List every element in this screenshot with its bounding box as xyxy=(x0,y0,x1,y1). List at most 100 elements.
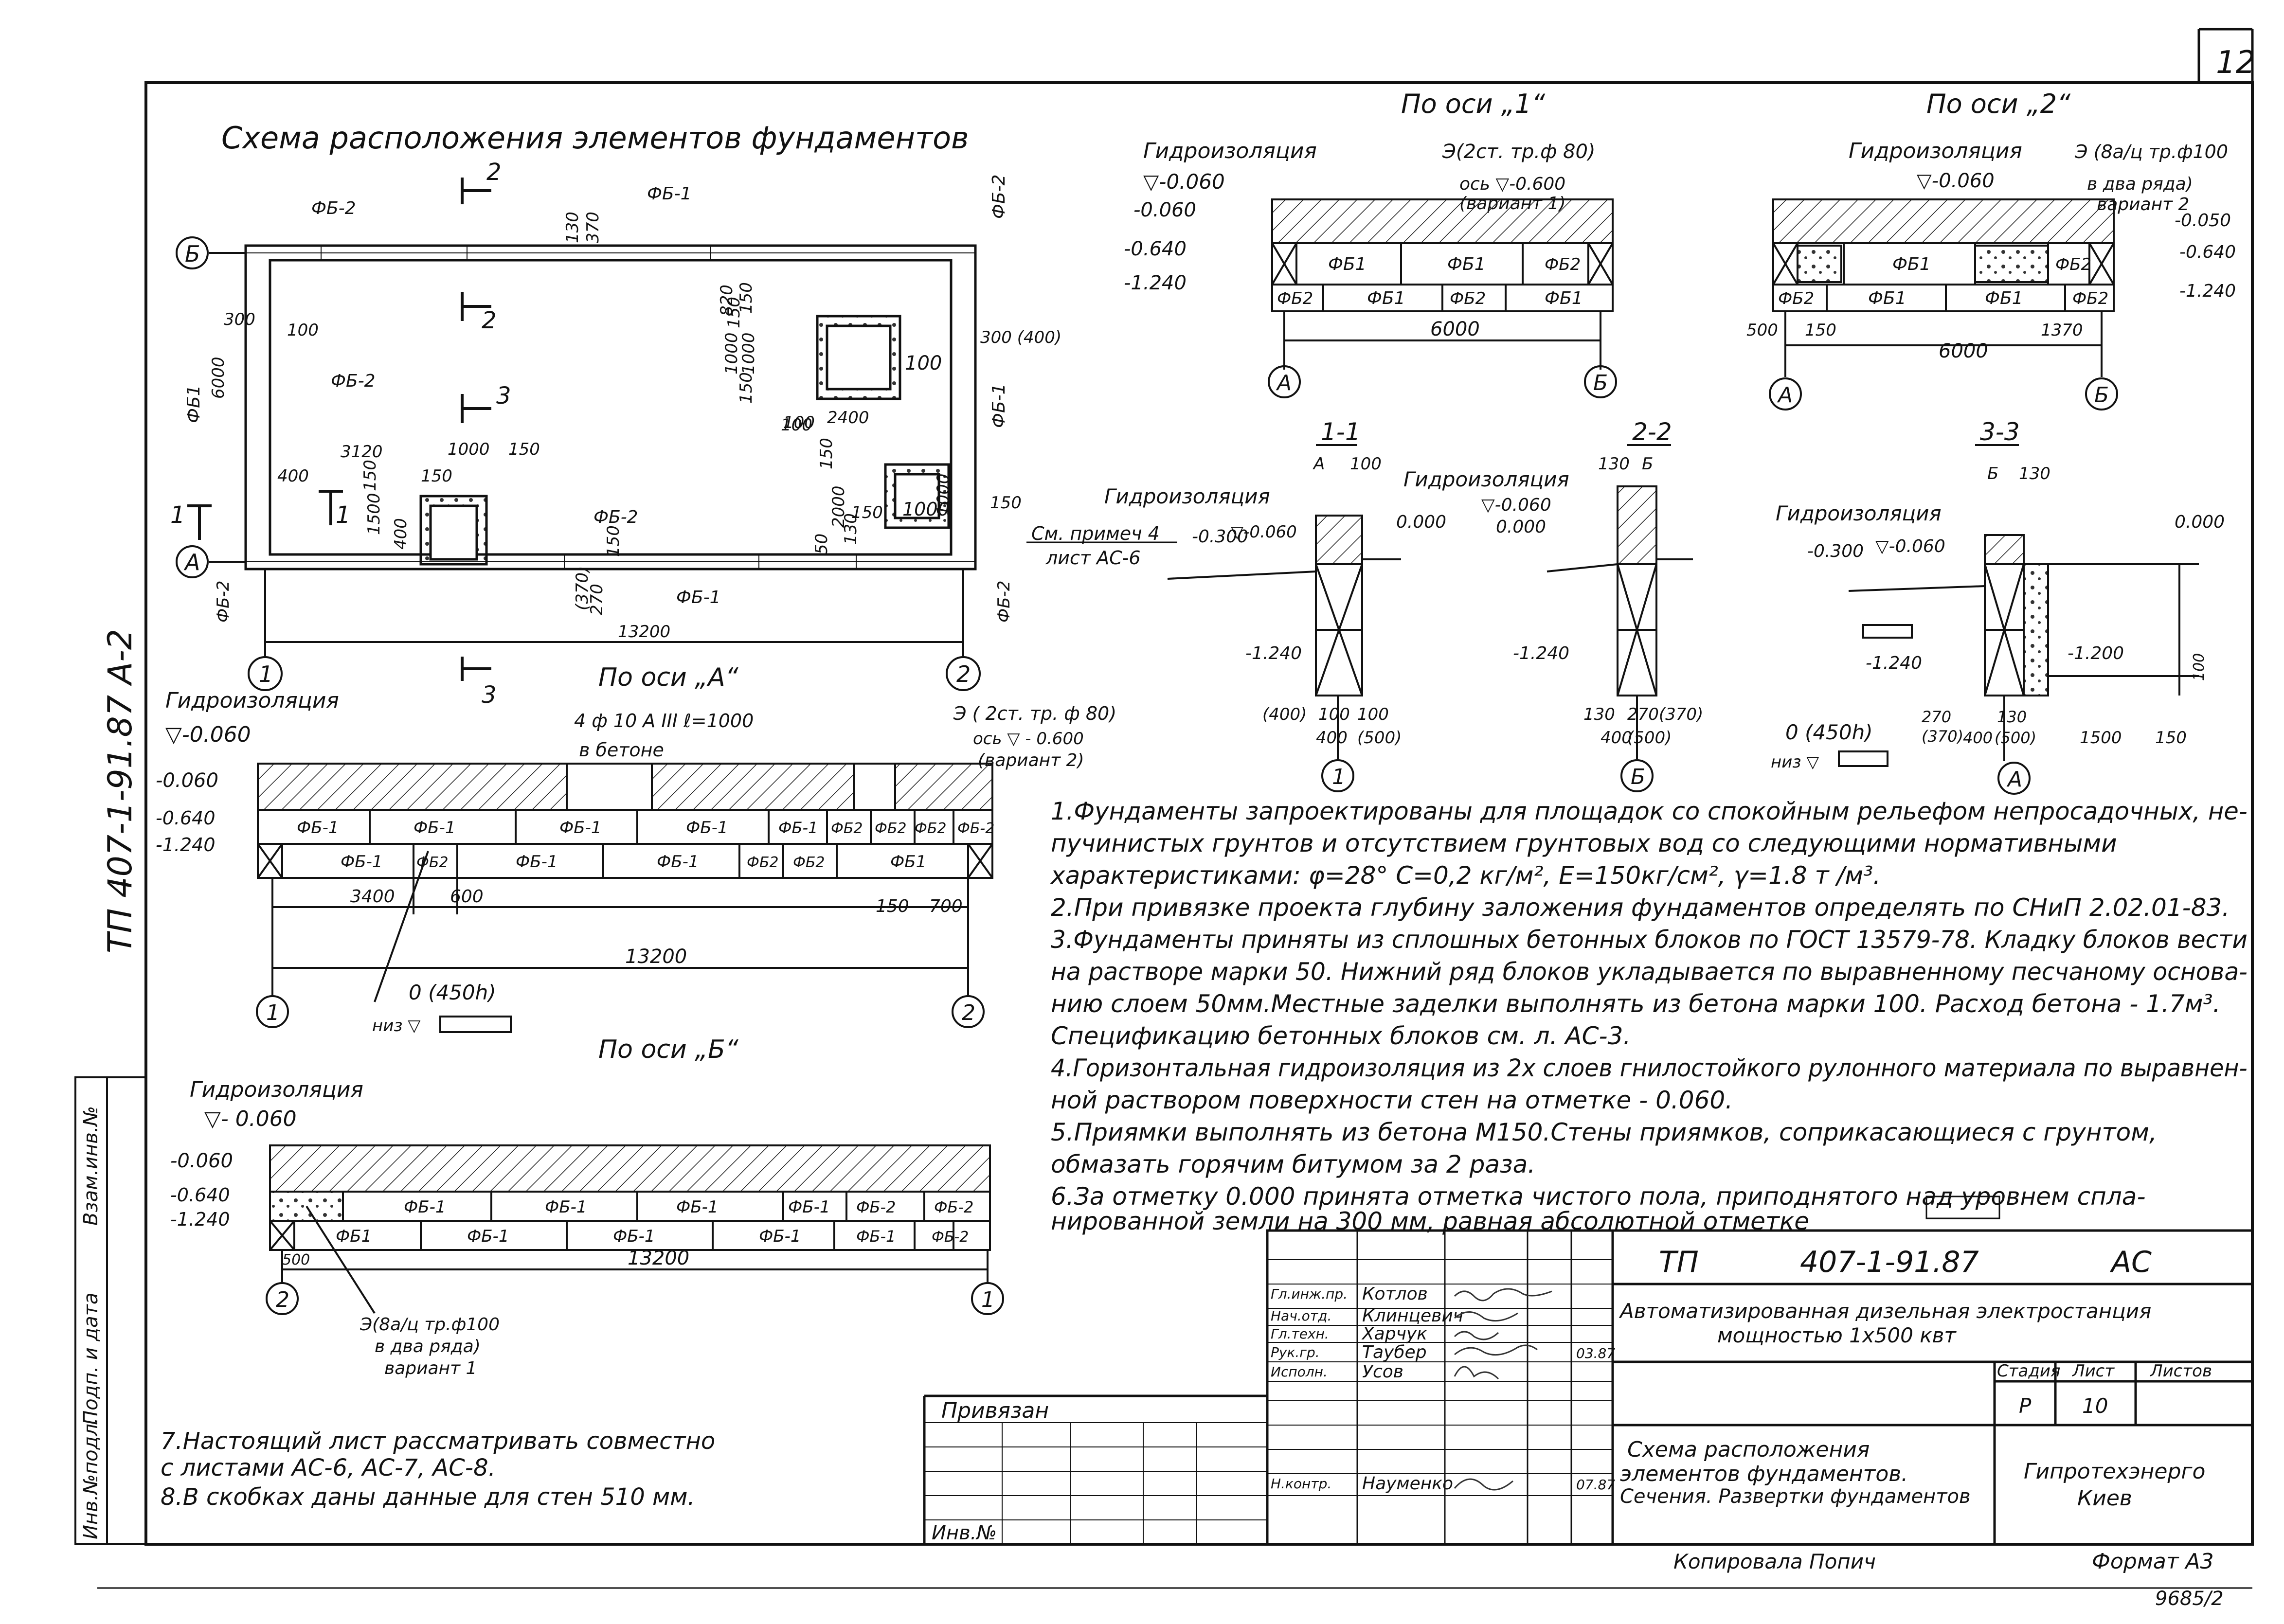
section-dim: Б xyxy=(1642,454,1653,474)
side-code: ТП 407-1-91.87 А-2 xyxy=(101,629,140,953)
title-block-grid xyxy=(923,1229,2254,1546)
plan-dim: 1500 xyxy=(364,493,384,535)
plan-block: ФБ-2 xyxy=(994,581,1014,623)
section-dim: 400 xyxy=(1316,728,1348,748)
note-line: 7.Настоящий лист рассматривать совместно xyxy=(161,1428,716,1455)
section-dim: 100 xyxy=(1350,454,1382,474)
axisA-mark: -0.640 xyxy=(156,807,216,829)
plan-block: ФБ-2 xyxy=(593,507,638,527)
section-mark: -1.240 xyxy=(1513,643,1569,663)
tb-drawing: Сечения. Развертки фундаментов xyxy=(1620,1485,1971,1508)
axisA-bottom: низ ▽ xyxy=(372,1016,421,1035)
plan-dim: 150 xyxy=(508,440,540,459)
plan-axes xyxy=(176,236,981,691)
plan-title: Схема расположения элементов фундаментов xyxy=(221,120,969,156)
axis1-hydro: Гидроизоляция xyxy=(1143,139,1317,163)
axis2-block: ФБ2 xyxy=(2055,255,2091,274)
plan-dim: 50 xyxy=(812,534,831,554)
axisB-pipe: в два ряда) xyxy=(375,1337,481,1356)
tb-name: Науменко xyxy=(1362,1474,1453,1494)
plan-dim: 300 xyxy=(224,310,255,329)
section-dim: 270 xyxy=(1922,708,1951,726)
tb-role: Гл.техн. xyxy=(1271,1326,1329,1342)
axis2-block: ФБ2 xyxy=(2072,289,2108,308)
plan-dim: 13200 xyxy=(618,622,670,642)
tb-code-tp: ТП xyxy=(1659,1245,1699,1279)
plan-dim: 150 xyxy=(724,297,744,328)
tb-project: Автоматизированная дизельная электростан… xyxy=(1619,1299,2151,1323)
axis1-span: 6000 xyxy=(1430,318,1480,340)
tb-project: мощностью 1х500 квт xyxy=(1717,1323,1957,1347)
tb-role: Гл.инж.пр. xyxy=(1271,1286,1348,1302)
axisA-pipe: ось ▽ - 0.600 xyxy=(973,729,1084,749)
plan-section-marks xyxy=(187,178,491,681)
plan-dim: 150 xyxy=(360,460,380,491)
tb-role: Рук.гр. xyxy=(1271,1344,1320,1360)
section-dim: 400 xyxy=(1963,729,1993,747)
axis1-block: ФБ2 xyxy=(1545,255,1581,274)
axisA-title: По оси „А“ xyxy=(598,663,739,692)
axisB-pipe: Э(8а/ц тр.ф100 xyxy=(360,1315,500,1335)
axisB-dim: 500 xyxy=(282,1251,310,1268)
section-bottom-mark: 0 (450h) xyxy=(1785,720,1873,744)
axis2-span: 6000 xyxy=(1939,340,1988,362)
plan-inner-label: 100 xyxy=(905,352,942,375)
tb-org: Гипротехэнерго xyxy=(2024,1459,2205,1484)
plan-block: ФБ-1 xyxy=(647,184,692,204)
section-dim: (500) xyxy=(1627,728,1672,748)
axis1-title: По оси „1“ xyxy=(1401,89,1546,119)
section-dim: 150 xyxy=(2155,728,2187,748)
tb-role: Исполн. xyxy=(1271,1364,1328,1380)
axis2-title: По оси „2“ xyxy=(1926,89,2071,119)
sheet-number: 12 xyxy=(2216,45,2255,81)
tb-name: Котлов xyxy=(1362,1284,1428,1304)
plan-dim: (370) xyxy=(573,566,592,610)
plan-dim: 150 xyxy=(990,493,1022,513)
section-mark: 0.000 xyxy=(2175,512,2225,532)
axis2-dim: 150 xyxy=(1805,321,1836,340)
axisA-block: ФБ-1 xyxy=(657,852,699,872)
tb-drawing: элементов фундаментов. xyxy=(1620,1462,1908,1486)
tb-drawing: Схема расположения xyxy=(1627,1437,1870,1462)
tb-name: Таубер xyxy=(1362,1342,1427,1362)
axisA-block: ФБ-1 xyxy=(686,818,728,838)
axisB-hydro-mark: ▽- 0.060 xyxy=(204,1106,297,1131)
axisB-axis-2: 2 xyxy=(276,1287,289,1312)
plan-dim: 6000 xyxy=(209,357,228,399)
plan-block: ФБ-1 xyxy=(989,383,1009,428)
plan-dim: 150 xyxy=(851,503,883,522)
section-mark: 0.000 xyxy=(1396,512,1446,532)
axisA-block: ФБ-1 xyxy=(778,819,818,837)
note-line: 5.Приямки выполнять из бетона М150.Стены… xyxy=(1051,1118,2157,1146)
plan-dim: 130 xyxy=(563,212,582,243)
plan-dim: 100 xyxy=(287,321,319,340)
tb-stage-h: Стадия xyxy=(1997,1361,2060,1381)
axisA-mark: -1.240 xyxy=(156,834,216,856)
axis2-hydro-mark: ▽-0.060 xyxy=(1917,170,1995,192)
tb-date: 07.87 xyxy=(1576,1477,1615,1493)
tb-role: Нач.отд. xyxy=(1271,1308,1331,1324)
plan-dim: 150 xyxy=(421,466,452,486)
tb-copied: Копировала Попич xyxy=(1673,1550,1876,1573)
axis1-pipe: ось ▽-0.600 xyxy=(1459,174,1565,194)
section-bottom-mark: низ ▽ xyxy=(1771,752,1819,772)
axisB-block: ФБ-2 xyxy=(934,1198,973,1216)
plan-block: ФБ-2 xyxy=(311,198,356,218)
plan-walls xyxy=(244,244,977,571)
axis2-wall xyxy=(1769,198,2118,410)
plan-sec-3b: 3 xyxy=(482,681,497,709)
tb-sheet: 10 xyxy=(2082,1394,2108,1418)
tb-sheets-h: Листов xyxy=(2149,1361,2212,1381)
axisA-hydro-mark: ▽-0.060 xyxy=(165,722,251,747)
signatures xyxy=(1454,1288,1552,1491)
section-dim: 400 xyxy=(1601,728,1632,748)
section-dim: (370) xyxy=(1922,727,1963,746)
note-line: 1.Фундаменты запроектированы для площадо… xyxy=(1051,797,2248,825)
note-line: нию слоем 50мм.Местные заделки выполнять… xyxy=(1051,990,2221,1018)
plan-dim: 370 xyxy=(583,212,603,243)
plan-note-ref: См. примеч 4 xyxy=(1031,523,1160,544)
section-dim: 1500 xyxy=(2080,728,2122,748)
section-dim: (500) xyxy=(1357,728,1402,748)
note-line: 3.Фундаменты приняты из сплошных бетонны… xyxy=(1051,926,2248,954)
